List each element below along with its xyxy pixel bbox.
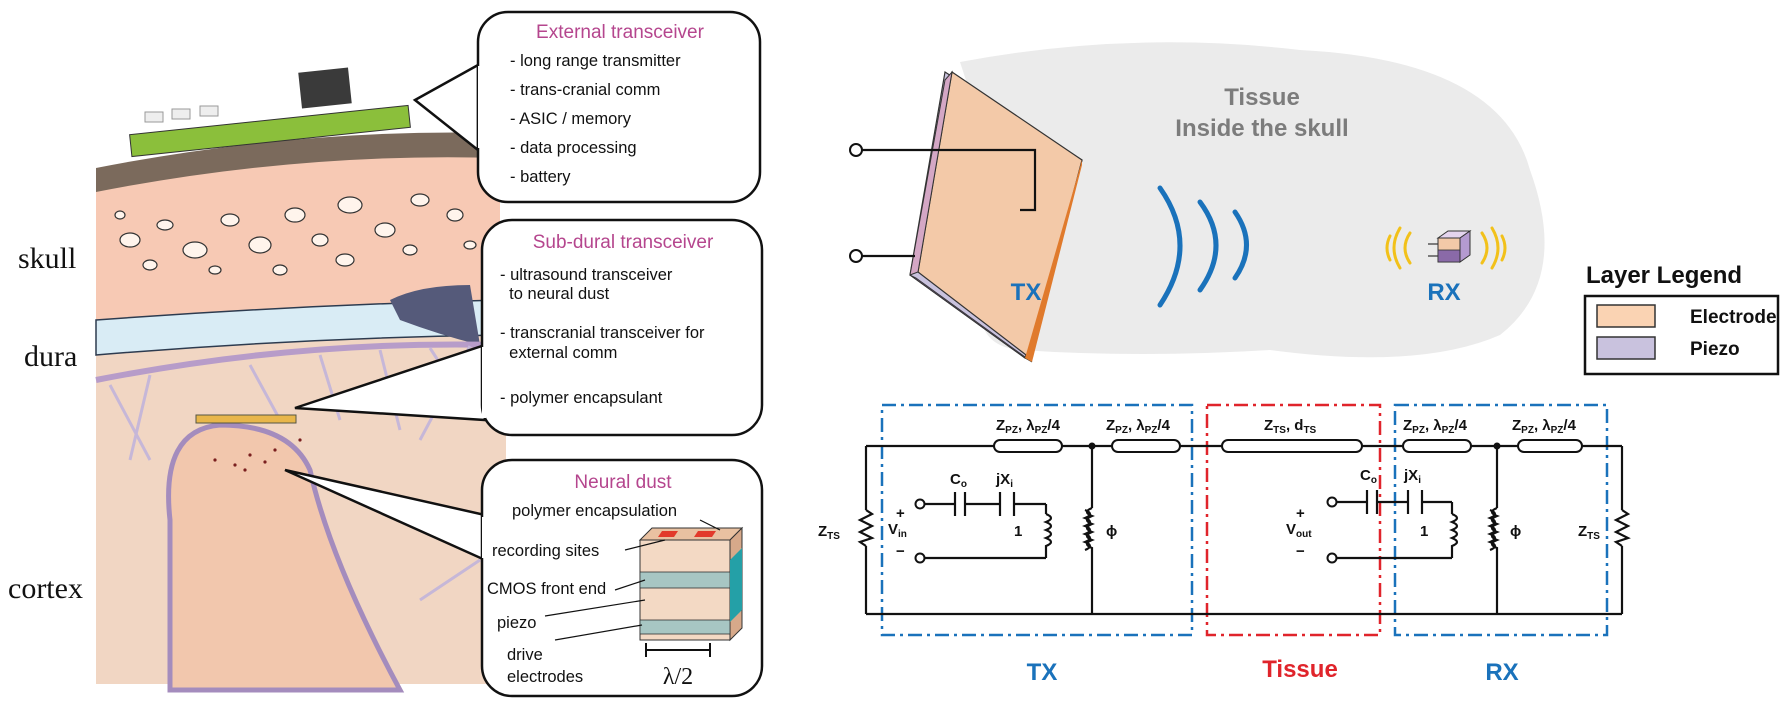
tline-label: ZPZ, λPZ/4 <box>1403 417 1468 436</box>
co-tx-label: Co <box>950 471 967 490</box>
rx-section-box <box>1393 403 1609 637</box>
jxi-tx-label: jXi <box>995 471 1013 490</box>
vin-minus: − <box>896 543 905 560</box>
recording-sites-label: recording sites <box>492 542 599 560</box>
vin-label: Vin <box>888 521 907 540</box>
tissue-illustration: Tissue Inside the skull TX <box>849 42 1545 363</box>
callout-box <box>480 218 764 437</box>
neural-dust-motes <box>213 438 302 472</box>
rx-waves <box>1385 226 1507 270</box>
external-transceiver-title: External transceiver <box>536 22 705 43</box>
layer-legend: Layer Legend Electrode Piezo <box>1583 262 1780 376</box>
encapsulation-label: polymer encapsulation <box>512 502 677 520</box>
legend-title: Layer Legend <box>1586 262 1742 289</box>
electrodes-label: electrodes <box>507 668 583 686</box>
tissue-region <box>960 42 1545 358</box>
ext-item: - long range transmitter <box>510 52 681 70</box>
tissue-section-box <box>1205 403 1382 637</box>
drive-label: drive <box>507 646 543 664</box>
cortex-label: cortex <box>8 572 83 605</box>
circuit-wires <box>857 444 1631 616</box>
cortex-gyrus <box>166 422 405 693</box>
tline-rx-2 <box>1517 439 1583 453</box>
vin-plus: + <box>896 505 905 522</box>
ultrasound-waves <box>1157 185 1249 308</box>
sub-item: external comm <box>500 344 617 362</box>
skull-label: skull <box>18 242 76 275</box>
tissue-label: Tissue <box>1224 84 1300 111</box>
vout-minus: − <box>1296 543 1305 560</box>
tline-tx-2 <box>1111 439 1181 453</box>
vout-plus: + <box>1296 505 1305 522</box>
tline-label: ZPZ, λPZ/4 <box>996 417 1061 436</box>
dura-label: dura <box>24 340 77 373</box>
legend-label-electrode: Electrode <box>1690 307 1777 328</box>
sub-item: - transcranial transceiver for <box>500 324 705 342</box>
section-label-tissue: Tissue <box>1262 656 1338 683</box>
jxi-rx-label: jXi <box>1403 467 1421 486</box>
tx-transducer <box>909 70 1083 363</box>
ext-item: - ASIC / memory <box>510 110 632 128</box>
section-label-rx: RX <box>1485 659 1518 686</box>
subdural-transceiver-callout: Sub-dural transceiver - ultrasound trans… <box>294 218 764 437</box>
tline-tx-1 <box>993 439 1063 453</box>
legend-swatch-electrode <box>1596 304 1656 328</box>
tline-label: ZPZ, λPZ/4 <box>1512 417 1577 436</box>
tx-terminal <box>849 249 863 263</box>
section-label-tx: TX <box>1027 659 1058 686</box>
phi-tx-label: ϕ <box>1106 523 1117 540</box>
tx-terminal <box>849 143 863 157</box>
skull-bone <box>96 154 500 320</box>
rx-mote <box>1428 230 1472 263</box>
sub-item: - ultrasound transceiver <box>500 266 673 284</box>
subdural-transceiver-title: Sub-dural transceiver <box>533 232 714 253</box>
venous-sinus <box>390 285 480 345</box>
turns-tx-label: 1 <box>1014 523 1022 540</box>
scalp-layer <box>96 132 500 192</box>
rx-label: RX <box>1427 279 1460 306</box>
legend-swatch-piezo <box>1596 336 1656 360</box>
external-components <box>144 105 219 123</box>
ext-item: - battery <box>510 168 571 186</box>
zts-left-label: ZTS <box>818 523 840 542</box>
legend-label-piezo: Piezo <box>1690 339 1740 360</box>
half-wavelength-label: λ/2 <box>663 664 693 690</box>
arachnoid-membrane <box>95 341 501 383</box>
mote-leader-lines <box>544 519 721 641</box>
circuit-nodes <box>1088 442 1501 450</box>
tx-label: TX <box>1011 279 1042 306</box>
piezo-label: piezo <box>497 614 536 632</box>
equivalent-circuit: ZPZ, λPZ/4 ZPZ, λPZ/4 ZTS, dTS ZPZ, λPZ/… <box>818 403 1631 686</box>
vout-label: Vout <box>1286 521 1312 540</box>
phi-rx-label: ϕ <box>1510 523 1521 540</box>
tline-rx-1 <box>1402 439 1472 453</box>
bone-pores <box>114 193 477 276</box>
tline-label: ZPZ, λPZ/4 <box>1106 417 1171 436</box>
neural-dust-callout: Neural dust polymer encapsulation record… <box>284 458 764 698</box>
tline-tissue <box>1221 439 1363 453</box>
co-rx-label: Co <box>1360 467 1377 486</box>
tline-label: ZTS, dTS <box>1264 417 1317 436</box>
external-chip <box>298 67 352 109</box>
ext-item: - data processing <box>510 139 637 157</box>
ext-item: - trans-cranial comm <box>510 81 660 99</box>
sub-item: - polymer encapsulant <box>500 389 663 407</box>
zts-right-label: ZTS <box>1578 523 1600 542</box>
turns-rx-label: 1 <box>1420 523 1428 540</box>
neural-dust-mote-diagram <box>638 526 744 657</box>
inside-skull-label: Inside the skull <box>1175 115 1348 142</box>
transmission-lines <box>993 439 1583 453</box>
port-terminals <box>914 496 1338 564</box>
external-transceiver-callout: External transceiver - long range transm… <box>412 10 762 204</box>
sub-item: to neural dust <box>500 285 610 303</box>
tx-leads <box>862 148 1037 258</box>
subdural-device <box>195 414 297 424</box>
cmos-label: CMOS front end <box>487 580 606 598</box>
tx-section-box <box>880 403 1194 637</box>
neural-dust-title: Neural dust <box>574 472 672 493</box>
external-pcb <box>129 104 411 158</box>
